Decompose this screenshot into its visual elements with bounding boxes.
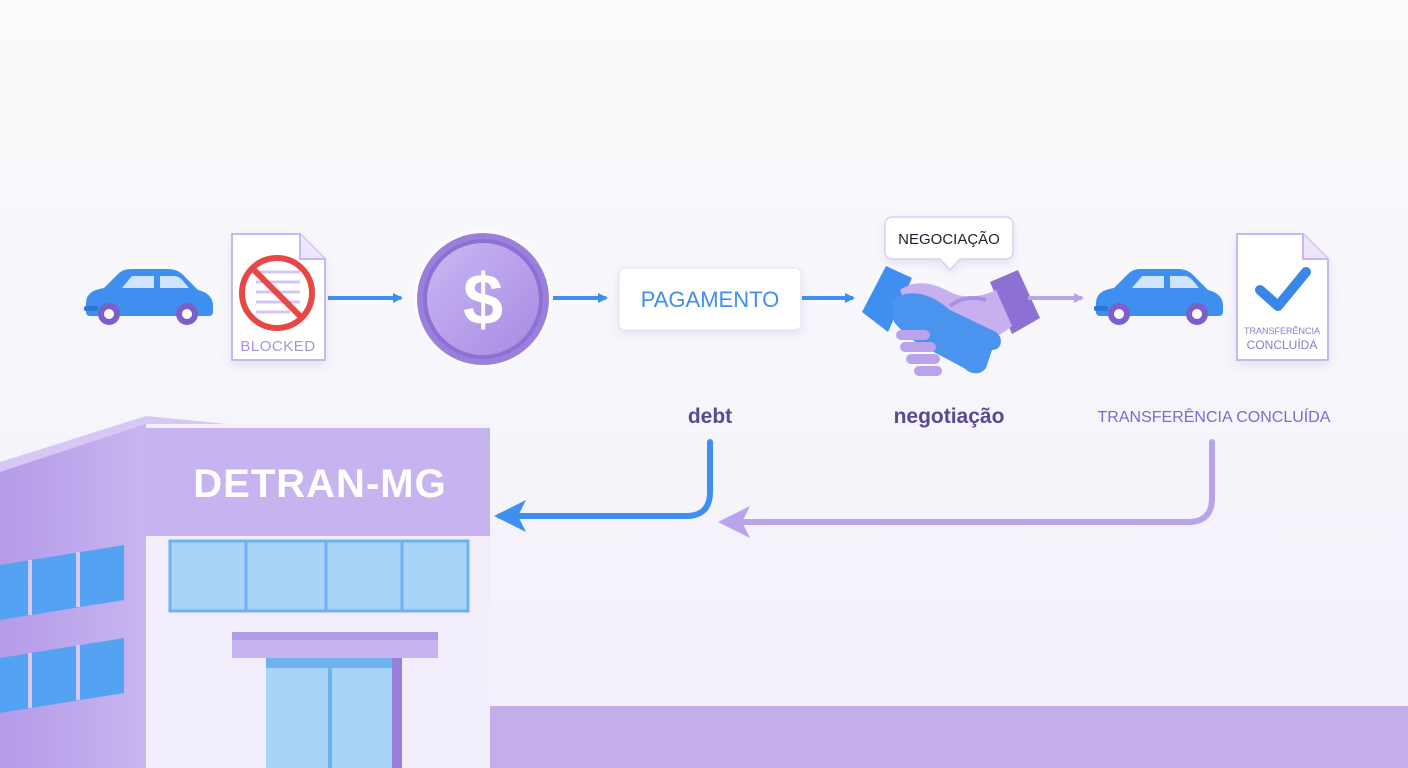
handshake-icon bbox=[862, 266, 1040, 376]
car-icon bbox=[1094, 269, 1223, 325]
front-windows bbox=[168, 539, 470, 613]
building-sign: DETRAN-MG bbox=[193, 462, 446, 506]
svg-text:$: $ bbox=[463, 260, 503, 340]
blocked-label: BLOCKED bbox=[240, 338, 315, 355]
dollar-coin-icon: $ bbox=[414, 230, 552, 368]
return-arrow-transfer bbox=[725, 439, 1215, 525]
entrance-door bbox=[266, 658, 402, 768]
building-icon bbox=[0, 416, 490, 768]
side-windows bbox=[0, 545, 124, 713]
document-lines bbox=[256, 270, 300, 314]
return-arrow-debt-head bbox=[494, 500, 526, 532]
negotiation-bubble bbox=[884, 216, 1014, 272]
payment-label: PAGAMENTO bbox=[641, 287, 780, 312]
ground-strip bbox=[490, 706, 1408, 768]
car-icon bbox=[84, 269, 213, 325]
negotiation-bubble-label: NEGOCIAÇÃO bbox=[898, 231, 1000, 248]
doc-done-line1: TRANSFERÊNCIA bbox=[1244, 326, 1320, 336]
caption-debt: debt bbox=[688, 405, 732, 428]
return-arrow-debt bbox=[497, 439, 713, 519]
payment-box bbox=[618, 267, 802, 331]
doc-done-line2: CONCLUÍDA bbox=[1247, 337, 1318, 352]
caption-transfer: TRANSFERÊNCIA CONCLUÍDA bbox=[1098, 407, 1331, 426]
caption-negotiation: negotiação bbox=[894, 405, 1005, 428]
return-arrow-transfer-head bbox=[718, 506, 750, 538]
prohibited-icon bbox=[239, 255, 315, 331]
check-document-icon bbox=[1236, 233, 1329, 361]
